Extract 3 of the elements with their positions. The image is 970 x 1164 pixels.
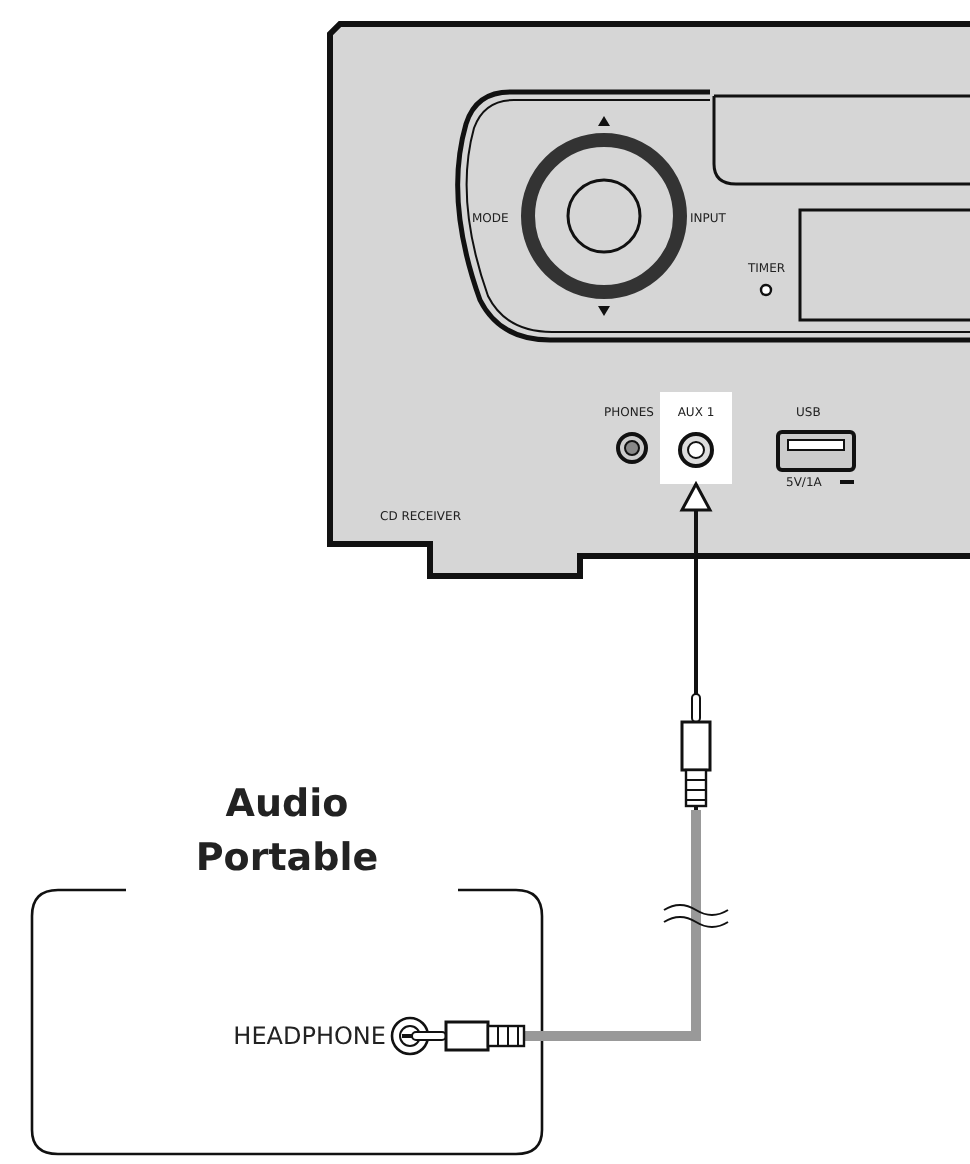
jack-label: HEADPHONE	[233, 1022, 386, 1050]
device-title: Audio Portable	[193, 780, 381, 884]
jack-panel	[660, 392, 732, 484]
